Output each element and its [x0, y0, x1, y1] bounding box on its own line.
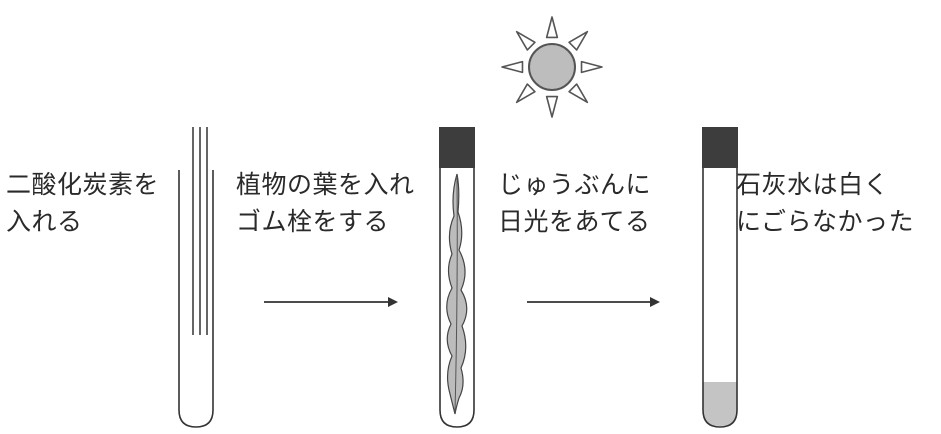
test-tube-icon: [439, 127, 475, 428]
step-3-line-2: 日光をあてる: [498, 207, 651, 236]
sun-ray: [568, 30, 589, 51]
step-3-label: じゅうぶんに 日光をあてる: [498, 166, 651, 240]
sun-ray: [580, 60, 603, 74]
sun-ray: [545, 16, 559, 39]
sun-core: [528, 43, 576, 91]
step-2-label: 植物の葉を入れ ゴム栓をする: [236, 166, 415, 240]
leaf-midrib: [454, 177, 458, 413]
step-1-line-2: 入れる: [6, 207, 83, 236]
sun-ray: [515, 83, 536, 104]
sun-ray: [501, 60, 524, 74]
rubber-stopper-icon: [439, 127, 475, 168]
arrow-2-head: [650, 297, 660, 307]
step-4-line-2: にごらなかった: [736, 207, 915, 236]
step-4-line-1: 石灰水は白く: [736, 170, 890, 199]
test-tube-icon: [702, 127, 738, 428]
right-arrow-icon: [264, 297, 398, 307]
right-arrow-icon: [527, 297, 660, 307]
step-2-line-2: ゴム栓をする: [236, 207, 390, 236]
rubber-stopper-icon: [702, 127, 738, 168]
limewater-liquid: [703, 382, 737, 426]
sun-ray: [515, 30, 536, 51]
tube-3-body: [702, 168, 738, 428]
step-3-line-1: じゅうぶんに: [498, 170, 652, 199]
test-tube-icon: [178, 127, 214, 428]
arrow-1-head: [388, 297, 398, 307]
step-1-line-1: 二酸化炭素を: [6, 170, 160, 199]
tube-2-body: [439, 168, 475, 428]
step-2-line-1: 植物の葉を入れ: [236, 170, 415, 199]
sun-ray: [545, 95, 559, 118]
sun-rays: [501, 16, 603, 118]
sun-icon: [501, 16, 603, 118]
step-1-label: 二酸化炭素を 入れる: [6, 166, 159, 240]
step-4-label: 石灰水は白く にごらなかった: [736, 166, 914, 240]
tube-1-body: [178, 170, 214, 428]
sun-ray: [568, 83, 589, 104]
